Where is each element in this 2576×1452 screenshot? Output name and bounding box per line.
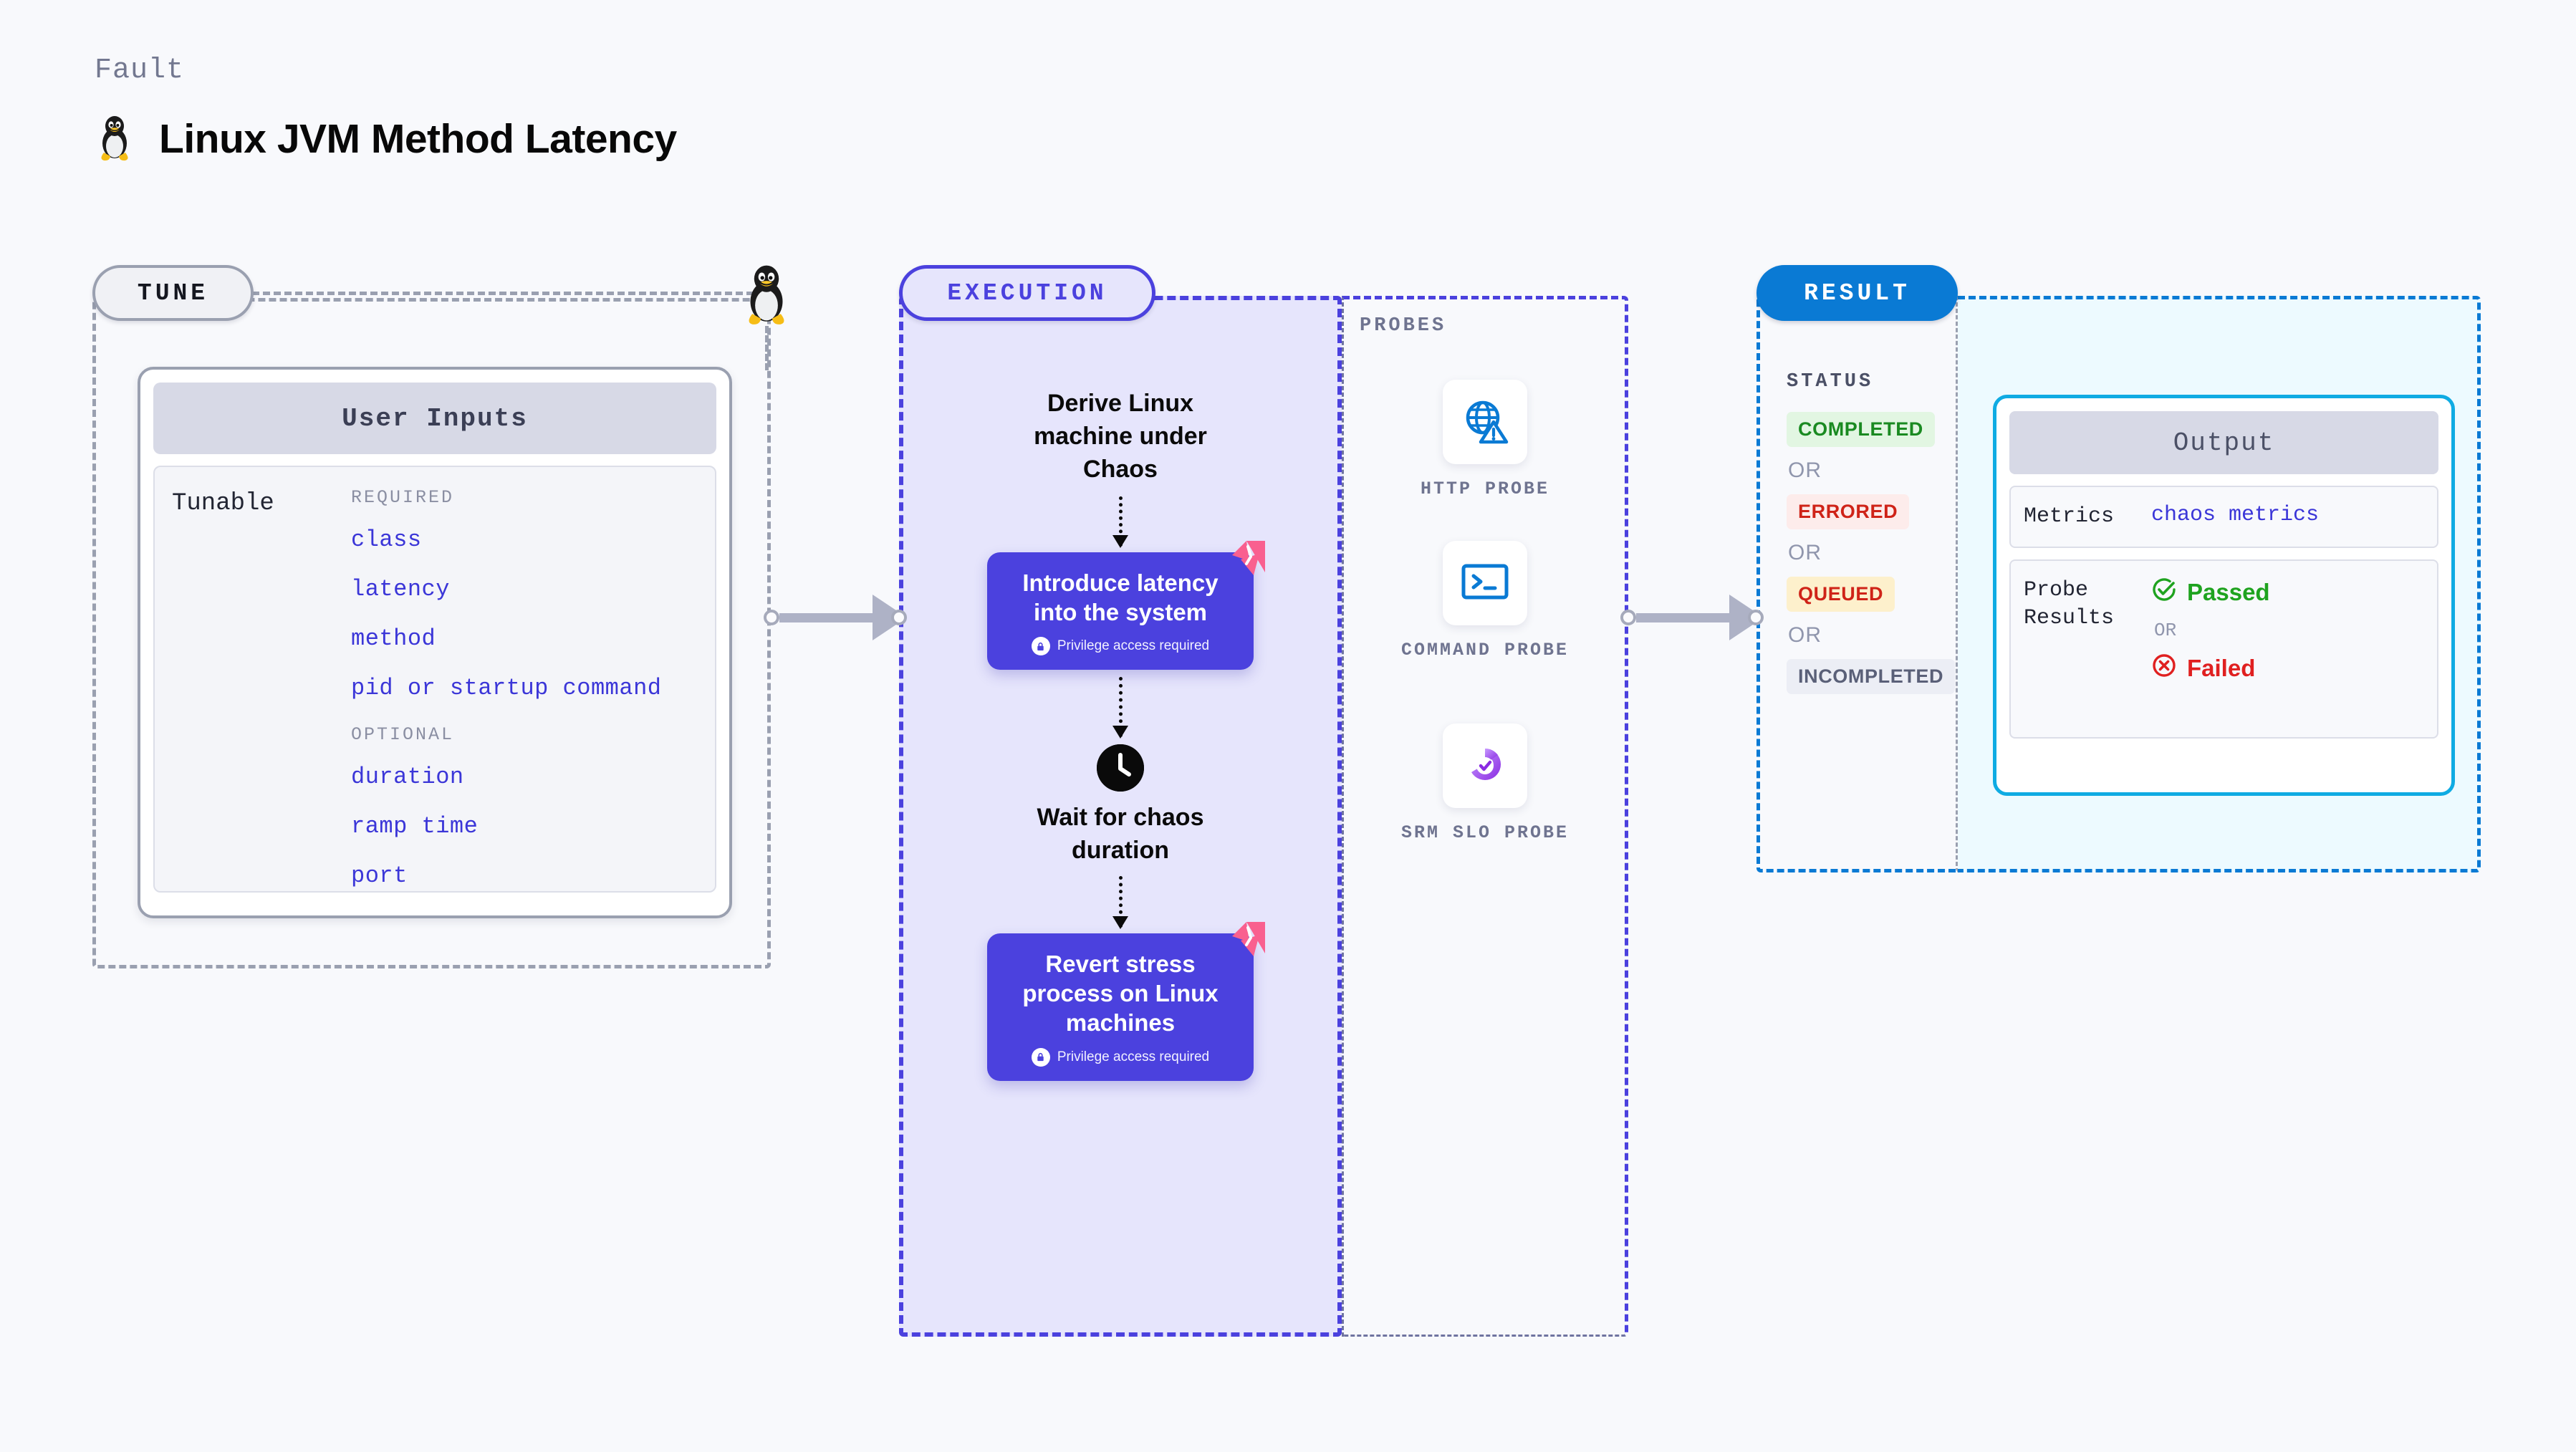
probe-tile bbox=[1443, 380, 1527, 464]
page-kicker: Fault bbox=[95, 54, 185, 87]
fault-title: Revert stress process on Linux machines bbox=[1022, 950, 1219, 1037]
chaos-fault-icon bbox=[1225, 920, 1267, 959]
tunable-item-latency[interactable]: latency bbox=[351, 576, 450, 602]
status-or-3: OR bbox=[1788, 623, 1822, 647]
lock-icon bbox=[1031, 1047, 1050, 1067]
status-or-1: OR bbox=[1788, 458, 1822, 482]
connector-probes-to-result bbox=[1620, 595, 1764, 640]
output-card: Output Metrics chaos metrics Probe Resul… bbox=[1993, 395, 2455, 796]
tunable-item-pid-or-startup-command[interactable]: pid or startup command bbox=[351, 675, 662, 701]
lock-icon bbox=[1031, 637, 1050, 656]
execution-flow: Derive Linux machine under Chaos Introdu… bbox=[899, 296, 1342, 1337]
connector-knob-right bbox=[1748, 610, 1764, 625]
status-badge-incompleted: INCOMPLETED bbox=[1787, 659, 1956, 694]
connector-shaft bbox=[1636, 612, 1731, 622]
status-badge-completed: COMPLETED bbox=[1787, 412, 1935, 447]
linux-penguin-icon bbox=[95, 115, 135, 163]
clock-icon bbox=[1097, 744, 1144, 792]
status-badge-errored: ERRORED bbox=[1787, 494, 1910, 529]
flow-arrow-3 bbox=[1112, 875, 1128, 929]
page-title: Linux JVM Method Latency bbox=[159, 116, 677, 162]
probe-failed-label: Failed bbox=[2187, 655, 2256, 681]
tunable-box: Tunable REQUIRED class latency method pi… bbox=[153, 466, 716, 893]
tunable-item-method[interactable]: method bbox=[351, 625, 436, 652]
tunable-item-ramp-time[interactable]: ramp time bbox=[351, 813, 479, 840]
metrics-value[interactable]: chaos metrics bbox=[2151, 503, 2320, 527]
connector-tune-to-execution bbox=[764, 595, 907, 640]
tune-dashed-link bbox=[252, 292, 754, 295]
user-inputs-header: User Inputs bbox=[153, 383, 716, 454]
probe-caption: COMMAND PROBE bbox=[1400, 640, 1570, 660]
execution-step-derive-machine: Derive Linux machine under Chaos bbox=[1034, 390, 1207, 483]
connector-knob-left bbox=[1620, 610, 1636, 625]
tune-panel bbox=[92, 298, 771, 968]
probe-result-failed: Failed bbox=[2151, 653, 2270, 684]
probe-tile bbox=[1443, 541, 1527, 625]
required-heading: REQUIRED bbox=[351, 487, 455, 508]
status-badge-queued: QUEUED bbox=[1787, 577, 1895, 612]
execution-fault-introduce-latency[interactable]: Introduce latency into the system Privil… bbox=[987, 540, 1265, 670]
probe-results-label: Probe Results bbox=[2024, 578, 2115, 630]
metrics-row: Metrics chaos metrics bbox=[2009, 486, 2438, 548]
tunable-item-duration[interactable]: duration bbox=[351, 764, 464, 790]
privilege-note: Privilege access required bbox=[1001, 1047, 1239, 1067]
optional-heading: OPTIONAL bbox=[351, 724, 455, 745]
probe-results-row: Probe Results Passed OR bbox=[2009, 559, 2438, 739]
user-inputs-card: User Inputs Tunable REQUIRED class laten… bbox=[138, 367, 732, 918]
flow-arrow-2 bbox=[1112, 677, 1128, 739]
privilege-note-text: Privilege access required bbox=[1057, 638, 1210, 654]
probe-http[interactable]: HTTP PROBE bbox=[1395, 380, 1575, 501]
privilege-note-text: Privilege access required bbox=[1057, 1049, 1210, 1064]
tunable-item-class[interactable]: class bbox=[351, 527, 422, 553]
x-circle-icon bbox=[2151, 653, 2177, 684]
page-title-row: Linux JVM Method Latency bbox=[95, 115, 677, 163]
slo-check-icon bbox=[1459, 739, 1511, 794]
probe-result-or: OR bbox=[2154, 620, 2177, 641]
status-stack: COMPLETED OR ERRORED OR QUEUED OR INCOMP… bbox=[1787, 412, 1956, 706]
probe-caption: HTTP PROBE bbox=[1420, 479, 1550, 499]
tune-pill[interactable]: TUNE bbox=[92, 265, 254, 321]
probe-passed-label: Passed bbox=[2187, 579, 2270, 605]
fault-title: Introduce latency into the system bbox=[1022, 569, 1219, 625]
probe-caption: SRM SLO PROBE bbox=[1400, 822, 1570, 843]
terminal-icon bbox=[1459, 560, 1511, 607]
probe-command[interactable]: COMMAND PROBE bbox=[1395, 541, 1575, 663]
tunable-list: REQUIRED class latency method pid or sta… bbox=[351, 487, 715, 891]
status-or-2: OR bbox=[1788, 541, 1822, 564]
globe-warning-icon bbox=[1459, 395, 1511, 450]
connector-knob-right bbox=[891, 610, 907, 625]
result-pill[interactable]: RESULT bbox=[1756, 265, 1958, 321]
execution-pill[interactable]: EXECUTION bbox=[899, 265, 1155, 321]
execution-step-wait: Wait for chaos duration bbox=[1037, 804, 1204, 865]
probe-results-values: Passed OR Failed bbox=[2151, 577, 2270, 721]
privilege-note: Privilege access required bbox=[1001, 637, 1239, 656]
linux-penguin-icon bbox=[739, 264, 794, 328]
probes-panel bbox=[1342, 296, 1628, 1337]
connector-shaft bbox=[779, 612, 874, 622]
probes-label: PROBES bbox=[1360, 315, 1447, 337]
probe-result-passed: Passed bbox=[2151, 577, 2270, 608]
probe-tile bbox=[1443, 723, 1527, 808]
metrics-label: Metrics bbox=[2024, 504, 2115, 529]
tune-dashed-stem bbox=[765, 326, 769, 370]
check-circle-icon bbox=[2151, 577, 2177, 608]
connector-knob-left bbox=[764, 610, 779, 625]
execution-fault-revert-stress[interactable]: Revert stress process on Linux machines … bbox=[987, 921, 1265, 1081]
probe-srm-slo[interactable]: SRM SLO PROBE bbox=[1395, 723, 1575, 845]
flow-arrow-1 bbox=[1112, 496, 1128, 548]
output-header: Output bbox=[2009, 411, 2438, 474]
status-label: STATUS bbox=[1787, 371, 1874, 393]
tunable-label: Tunable bbox=[172, 490, 274, 517]
tunable-item-port[interactable]: port bbox=[351, 862, 408, 889]
chaos-fault-icon bbox=[1225, 539, 1267, 578]
